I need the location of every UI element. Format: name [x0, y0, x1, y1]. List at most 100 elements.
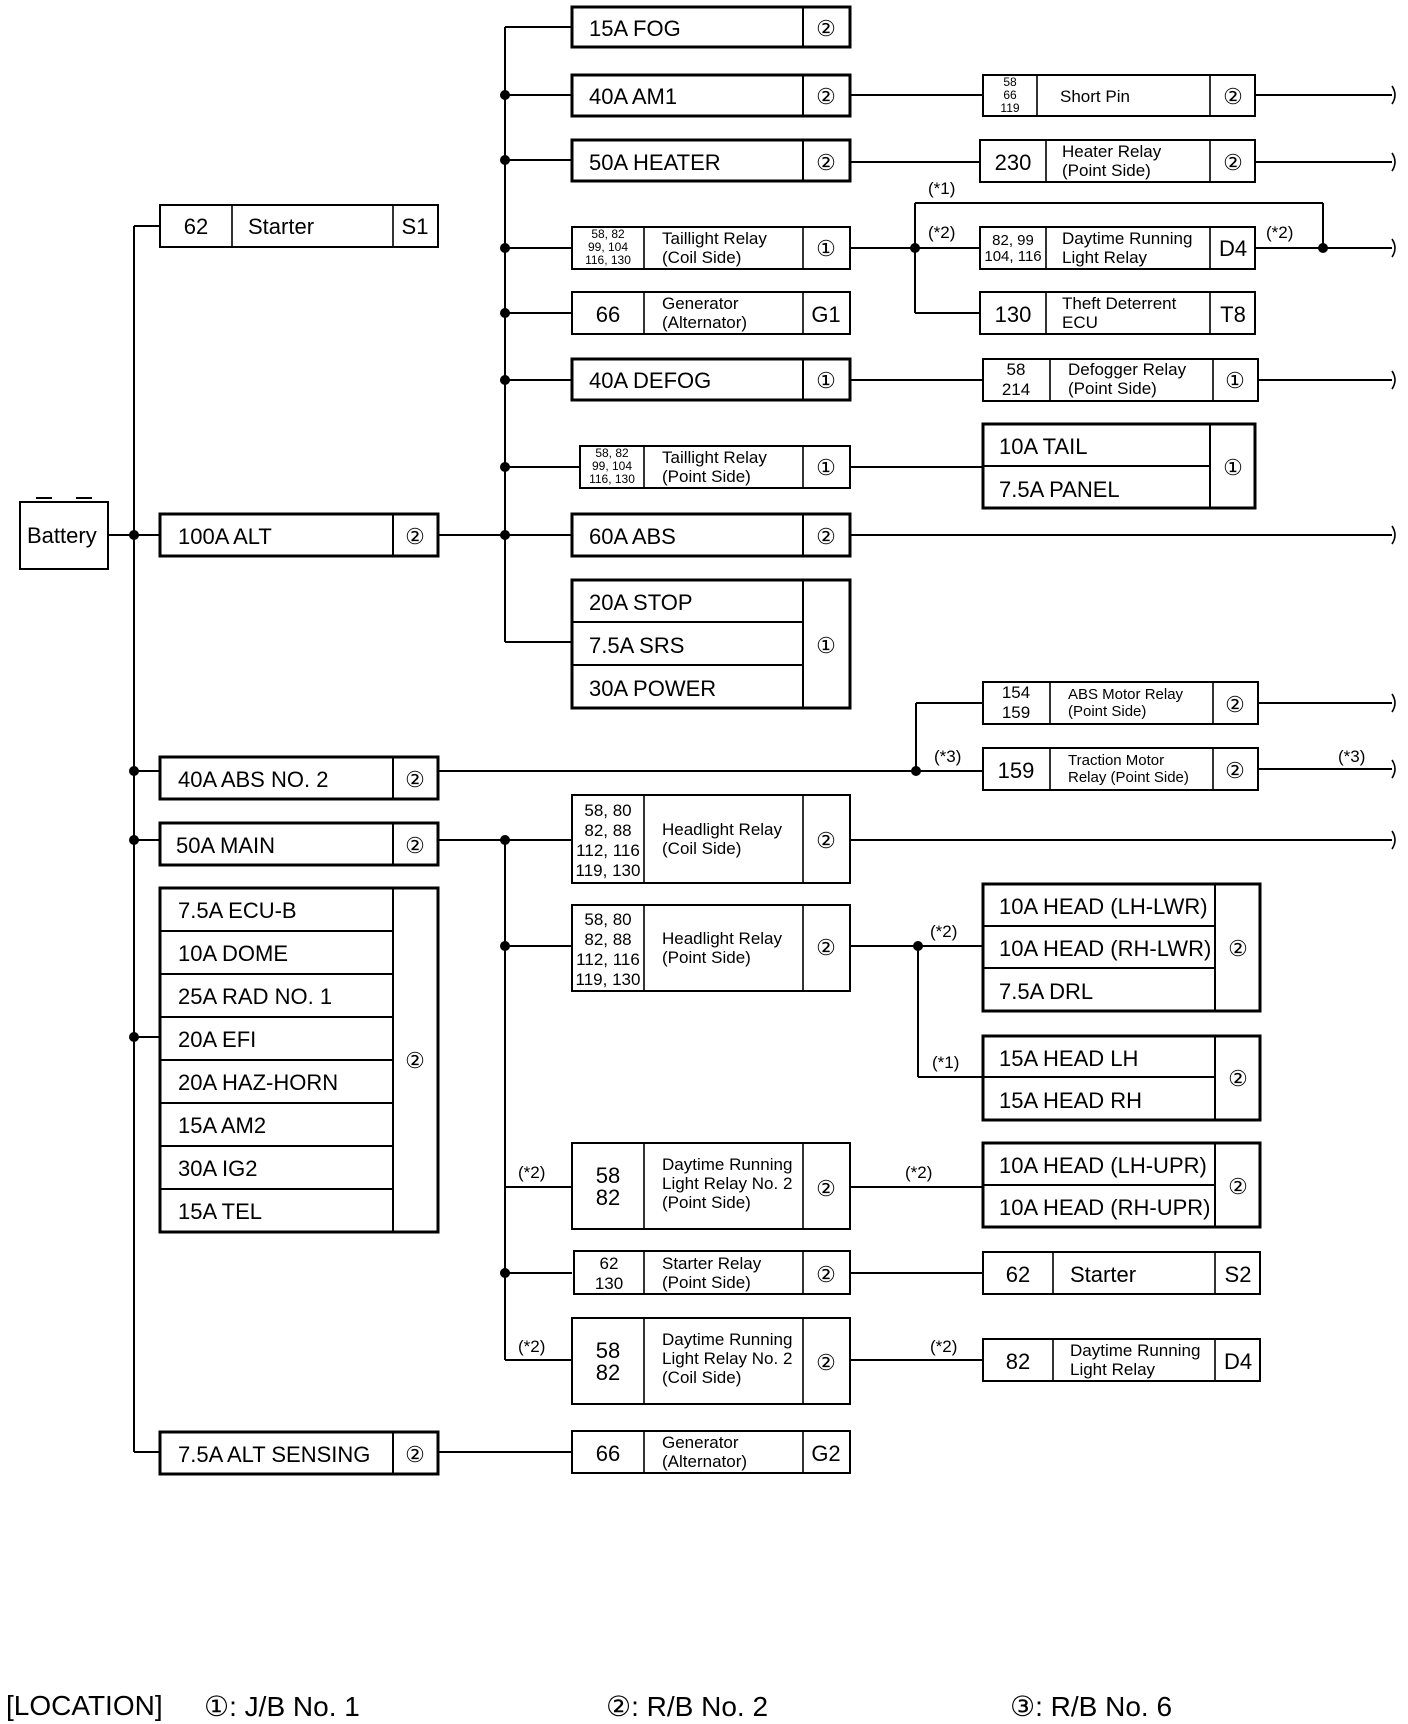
theft-l1: Theft Deterrent [1062, 294, 1177, 313]
fuse-group-lwr: 10A HEAD (LH-LWR) 10A HEAD (RH-LWR) 7.5A… [981, 882, 1262, 1013]
fuse-am1-loc: ② [816, 84, 836, 109]
starter-label: Starter [248, 214, 314, 239]
legend-rb6: ③: R/B No. 6 [1010, 1691, 1173, 1722]
traction-l2: Relay (Point Side) [1068, 769, 1189, 786]
fuse-abs-loc: ② [816, 524, 836, 549]
note-2-main-1: (*2) [518, 1163, 545, 1182]
fuse-group-left-loc: ② [405, 1048, 425, 1073]
abs-motor-l2: (Point Side) [1068, 703, 1146, 720]
defog-relay-num-2: 214 [1002, 380, 1030, 399]
headlight-relay-coil: 58, 80 82, 88 112, 116 119, 130 Headligh… [571, 794, 851, 884]
fuse-head-rh-lwr: 10A HEAD (RH-LWR) [999, 936, 1211, 961]
hl-coil-l2: (Coil Side) [662, 839, 741, 858]
hl-point-l1: Headlight Relay [662, 929, 783, 948]
generator-g1: 66 Generator (Alternator) G1 [571, 291, 851, 335]
taillight-point-loc: ① [816, 455, 836, 480]
starter2-code: S2 [1225, 1262, 1252, 1287]
fuse-100a-alt-loc: ② [405, 524, 425, 549]
starter-relay-loc: ② [816, 1262, 836, 1287]
gen2-code: G2 [811, 1441, 840, 1466]
starter2-label: Starter [1070, 1262, 1136, 1287]
fuse-head-lh-lwr: 10A HEAD (LH-LWR) [999, 894, 1208, 919]
hl-coil-loc: ② [816, 828, 836, 853]
fuse-50a-heater: 50A HEATER ② [570, 138, 852, 183]
fuse-40a-abs-no2: 40A ABS NO. 2 ② [158, 755, 440, 801]
fuse-drl: 7.5A DRL [999, 979, 1093, 1004]
taillight-coil-loc: ① [816, 236, 836, 261]
fuse-rad-no1: 25A RAD NO. 1 [178, 984, 332, 1009]
fuse-heater-loc: ② [816, 150, 836, 175]
fuse-group-tail-loc: ① [1223, 455, 1243, 480]
abs-motor-l1: ABS Motor Relay [1068, 686, 1184, 703]
fuse-group-tail: 10A TAIL 7.5A PANEL ① [981, 422, 1257, 510]
taillight-coil-num-2: 99, 104 [588, 240, 628, 254]
traction-motor-relay: 159 Traction Motor Relay (Point Side) ② [982, 747, 1259, 791]
fuse-40a-am1: 40A AM1 ② [570, 73, 852, 118]
fuse-40a-defog: 40A DEFOG ① [570, 357, 852, 402]
drl2-coil-l3: (Coil Side) [662, 1368, 741, 1387]
fuse-group-head-loc: ② [1228, 1066, 1248, 1091]
starter-s1: 62 Starter S1 [159, 204, 439, 248]
drl-bottom-l1: Daytime Running [1070, 1341, 1200, 1360]
gen1-l2: (Alternator) [662, 313, 747, 332]
starter-code: S1 [402, 214, 429, 239]
taillight-point-num-2: 99, 104 [592, 459, 632, 473]
note-2-upr: (*2) [905, 1163, 932, 1182]
taillight-coil-num-3: 116, 130 [585, 253, 631, 267]
traction-num: 159 [998, 758, 1035, 783]
drl2-point-num-2: 82 [596, 1185, 620, 1210]
note-2-lwr: (*2) [930, 922, 957, 941]
fuse-100a-alt: 100A ALT ② [158, 512, 440, 558]
drl2-coil-l1: Daytime Running [662, 1330, 792, 1349]
abs-motor-num-2: 159 [1002, 703, 1030, 722]
fuse-am2: 15A AM2 [178, 1113, 266, 1138]
fuse-fog-loc: ② [816, 16, 836, 41]
drl2-coil-num-1: 58 [596, 1338, 620, 1363]
drl2-point-l3: (Point Side) [662, 1193, 751, 1212]
fuse-main-loc: ② [405, 833, 425, 858]
hl-point-l2: (Point Side) [662, 948, 751, 967]
short-pin-loc: ② [1223, 84, 1243, 109]
wire-break-marks [1391, 85, 1396, 850]
fuse-am1-label: 40A AM1 [589, 84, 677, 109]
gen2-num: 66 [596, 1441, 620, 1466]
starter2-num: 62 [1006, 1262, 1030, 1287]
drl2-point-l2: Light Relay No. 2 [662, 1174, 792, 1193]
starter-num: 62 [184, 214, 208, 239]
gen1-l1: Generator [662, 294, 739, 313]
fuse-60a-abs: 60A ABS ② [570, 512, 852, 558]
fuse-abs2-label: 40A ABS NO. 2 [178, 767, 328, 792]
fuse-alt-sensing: 7.5A ALT SENSING ② [158, 1430, 440, 1476]
short-pin-num-2: 66 [1003, 88, 1017, 102]
fuse-group-left: 7.5A ECU-B 10A DOME 25A RAD NO. 1 20A EF… [158, 886, 440, 1234]
fuse-alt-sensing-loc: ② [405, 1442, 425, 1467]
starter-s2: 62 Starter S2 [982, 1251, 1261, 1295]
hl-coil-num-3: 112, 116 [576, 841, 640, 860]
gen2-l2: (Alternator) [662, 1452, 747, 1471]
taillight-coil-l2: (Coil Side) [662, 248, 741, 267]
fuse-group-upr: 10A HEAD (LH-UPR) 10A HEAD (RH-UPR) ② [981, 1141, 1262, 1229]
drl-top-num-1: 82, 99 [992, 232, 1034, 249]
fuse-haz-horn: 20A HAZ-HORN [178, 1070, 338, 1095]
fuse-stop: 20A STOP [589, 590, 693, 615]
drl-top-code: D4 [1219, 236, 1247, 261]
fuse-heater-label: 50A HEATER [589, 150, 721, 175]
junction-dots [129, 90, 1328, 1278]
legend-rb2: ②: R/B No. 2 [606, 1691, 769, 1722]
fuse-ecu-b: 7.5A ECU-B [178, 898, 297, 923]
abs-motor-relay: 154 159 ABS Motor Relay (Point Side) ② [982, 681, 1259, 725]
hl-point-loc: ② [816, 935, 836, 960]
fuse-group-upr-loc: ② [1228, 1174, 1248, 1199]
hl-point-num-2: 82, 88 [584, 930, 631, 949]
starter-relay-num-1: 62 [600, 1254, 619, 1273]
drl-bottom-code: D4 [1224, 1349, 1252, 1374]
drl2-coil-num-2: 82 [596, 1360, 620, 1385]
fuse-group-lwr-loc: ② [1228, 936, 1248, 961]
fuse-defog-loc: ① [816, 368, 836, 393]
fuse-15a-fog: 15A FOG ② [570, 5, 852, 49]
drl-top-l1: Daytime Running [1062, 229, 1192, 248]
fuse-panel: 7.5A PANEL [999, 477, 1120, 502]
fuse-group-alt: 20A STOP 7.5A SRS 30A POWER ① [570, 578, 852, 710]
note-3-abs: (*3) [934, 747, 961, 766]
theft-code: T8 [1220, 302, 1246, 327]
